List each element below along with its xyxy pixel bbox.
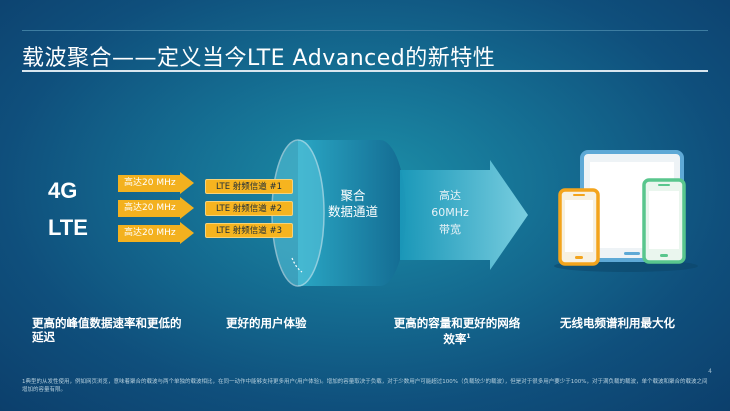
- phone-icon-green: [642, 178, 686, 264]
- aggregation-pipe: [271, 139, 406, 287]
- pipe-label-line1: 聚合: [340, 188, 366, 203]
- arrow-head: [180, 172, 194, 194]
- rf-channel-1: LTE 射频信道 #1: [205, 179, 293, 194]
- benefit-spectrum: 无线电频谱利用最大化: [560, 316, 675, 330]
- input-arrow-1: 高达20 MHz: [118, 172, 198, 194]
- footnote-marker: 1: [466, 333, 471, 340]
- input-arrow-2: 高达20 MHz: [118, 197, 198, 219]
- devices-illustration: [554, 150, 698, 272]
- input-arrow-label: 高达20 MHz: [118, 200, 180, 217]
- rotation-arrow-icon: [291, 257, 303, 273]
- rf-channel-2: LTE 射频信道 #2: [205, 201, 293, 216]
- benefit-peak-rate: 更高的峰值数据速率和更低的延迟: [32, 316, 182, 344]
- input-arrow-label: 高达20 MHz: [118, 175, 180, 192]
- rf-channel-3: LTE 射频信道 #3: [205, 223, 293, 238]
- top-rule: [22, 30, 708, 31]
- benefit-capacity: 更高的容量和更好的网络效率1: [392, 316, 522, 346]
- pipe-label-line2: 数据通道: [327, 204, 378, 219]
- label-lte: LTE: [48, 215, 88, 240]
- page-number: 4: [708, 368, 712, 375]
- input-arrow-3: 高达20 MHz: [118, 222, 198, 244]
- title-underline: [22, 70, 708, 72]
- bandwidth-arrow-shape: [400, 160, 528, 270]
- bandwidth-line3: 带宽: [439, 223, 461, 236]
- bandwidth-line1: 高达: [439, 189, 461, 202]
- bandwidth-line2: 60MHz: [431, 206, 469, 219]
- arrow-head: [180, 197, 194, 219]
- pipe-body: [298, 140, 406, 286]
- bandwidth-arrow: [400, 160, 528, 270]
- phone-icon-orange: [558, 188, 600, 266]
- label-4g: 4G: [48, 178, 78, 203]
- slide-title: 载波聚合——定义当今LTE Advanced的新特性: [22, 46, 496, 71]
- pipe-label: 聚合 数据通道: [318, 188, 388, 220]
- arrow-head: [180, 222, 194, 244]
- benefit-capacity-text: 更高的容量和更好的网络效率: [393, 316, 521, 346]
- input-arrow-label: 高达20 MHz: [118, 225, 180, 242]
- footnote: 1典型的从发性使用，例如网页浏览，意味着聚合的载波与两个单独的载波相比，在同一动…: [22, 379, 708, 393]
- bandwidth-text: 高达 60MHz 带宽: [420, 187, 480, 238]
- benefit-user-experience: 更好的用户体验: [226, 316, 307, 330]
